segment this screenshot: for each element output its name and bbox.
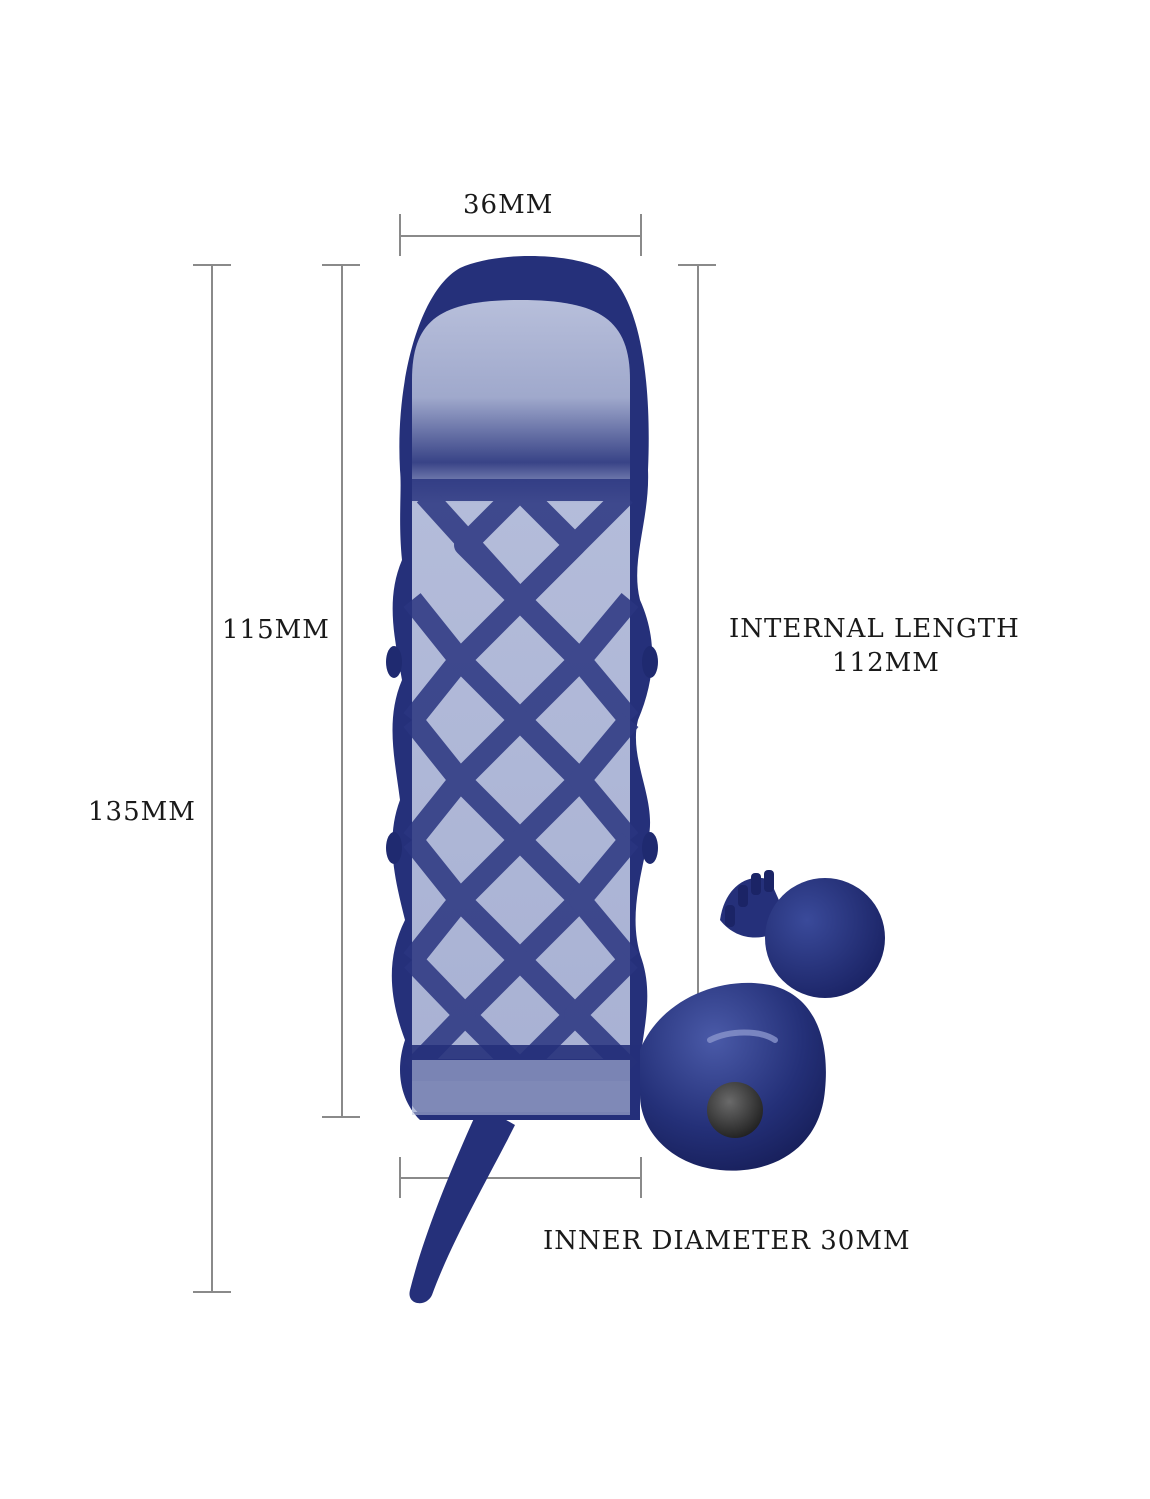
bullet-capsule: [640, 982, 826, 1171]
shaft-length-label: 115MM: [222, 615, 330, 645]
vibrating-bullet: [707, 1082, 763, 1138]
nub-left-1: [386, 646, 402, 678]
nub-right-2: [642, 832, 658, 864]
nub-left-2: [386, 832, 402, 864]
internal-length-label-line1: INTERNAL LENGTH: [729, 614, 1020, 644]
top-width-label: 36MM: [463, 190, 554, 220]
product-sleeve: [386, 256, 658, 1304]
tickler-ridges: [725, 870, 774, 927]
internal-length-label-line2: 112MM: [832, 648, 940, 678]
nub-right-1: [642, 646, 658, 678]
inner-diameter-label: INNER DIAMETER 30MM: [543, 1226, 911, 1256]
tail-arm: [409, 1105, 515, 1304]
stimulator-ball: [765, 878, 885, 998]
base-ring-clear: [412, 1060, 630, 1115]
vibrator-pod: [640, 870, 885, 1171]
capsule-highlight: [707, 1029, 778, 1043]
total-length-label: 135MM: [88, 797, 196, 827]
